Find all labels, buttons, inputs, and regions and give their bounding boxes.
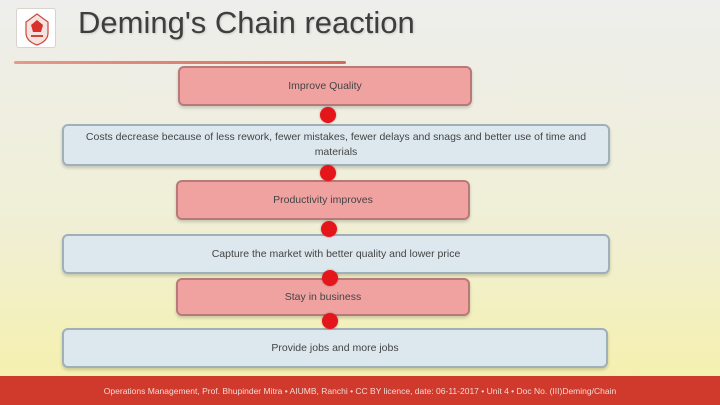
chain-step-capture-market: Capture the market with better quality a… [62,234,610,274]
chain-step-label: Costs decrease because of less rework, f… [85,131,587,158]
chain-step-label: Capture the market with better quality a… [211,247,461,260]
chain-step-label: Provide jobs and more jobs [271,341,399,354]
chain-step-costs-decrease: Costs decrease because of less rework, f… [62,124,610,166]
footer-text: Operations Management, Prof. Bhupinder M… [103,385,617,396]
chain-step-label: Stay in business [284,290,362,303]
chain-step-productivity-improves: Productivity improves [176,180,470,220]
footer-bar: Operations Management, Prof. Bhupinder M… [0,376,720,405]
chain-step-label: Productivity improves [273,193,373,206]
university-crest-icon [16,8,56,48]
page-title: Deming's Chain reaction [78,5,415,40]
chain-step-label: Improve Quality [288,79,362,92]
connector-dot [322,270,338,286]
connector-dot [320,165,336,181]
chain-step-stay-in-business: Stay in business [176,278,470,316]
chain-step-improve-quality: Improve Quality [178,66,472,106]
title-underline [14,61,346,64]
connector-dot [320,107,336,123]
chain-step-provide-jobs: Provide jobs and more jobs [62,328,608,368]
connector-dot [322,313,338,329]
connector-dot [321,221,337,237]
